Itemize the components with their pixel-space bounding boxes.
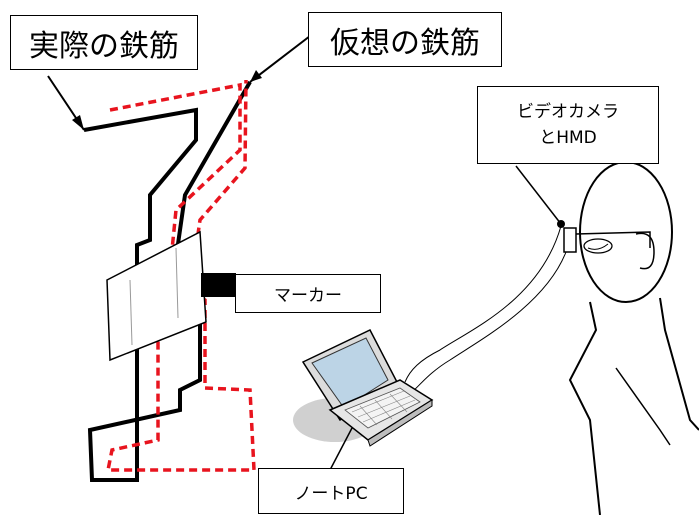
camera-label-line1: ビデオカメラ <box>517 102 619 122</box>
hmd-lens-pupil <box>587 243 609 250</box>
laptop-label-text: ノートPC <box>294 483 368 504</box>
hmd-frame <box>575 231 651 248</box>
marker-plate <box>106 230 207 362</box>
arrowhead-real-rebar <box>72 115 84 130</box>
marker-plate-hatch <box>129 279 133 346</box>
laptop-screen <box>311 337 389 409</box>
arrow-virtual-rebar <box>249 35 311 83</box>
arrowhead-virtual-rebar <box>250 70 262 82</box>
real-rebar-label: 実際の鉄筋 <box>10 15 198 70</box>
marker-plate-hatch <box>175 247 179 319</box>
hmd-camera <box>563 227 577 253</box>
marker-label: マーカー <box>235 274 381 313</box>
cable-2 <box>411 251 567 393</box>
laptop-edge <box>367 399 433 447</box>
virtual-rebar-label-text: 仮想の鉄筋 <box>330 25 480 61</box>
laptop-label: ノートPC <box>258 468 404 514</box>
person-body <box>568 297 699 515</box>
camera-hmd-label: ビデオカメラ とHMD <box>477 86 659 164</box>
person-arm <box>615 367 671 446</box>
cable-1 <box>404 225 562 383</box>
person-ear <box>635 232 655 270</box>
camera-label-line2: とHMD <box>539 128 597 148</box>
marker-black-block <box>201 273 236 297</box>
camera-callout-line <box>515 165 562 225</box>
virtual-rebar-label: 仮想の鉄筋 <box>308 12 502 67</box>
laptop-keyboard-keys <box>351 390 416 426</box>
laptop-callout-line <box>329 427 353 471</box>
marker-label-text: マーカー <box>274 286 342 306</box>
hmd-lens <box>583 238 613 254</box>
real-rebar-label-text: 実際の鉄筋 <box>29 28 179 64</box>
